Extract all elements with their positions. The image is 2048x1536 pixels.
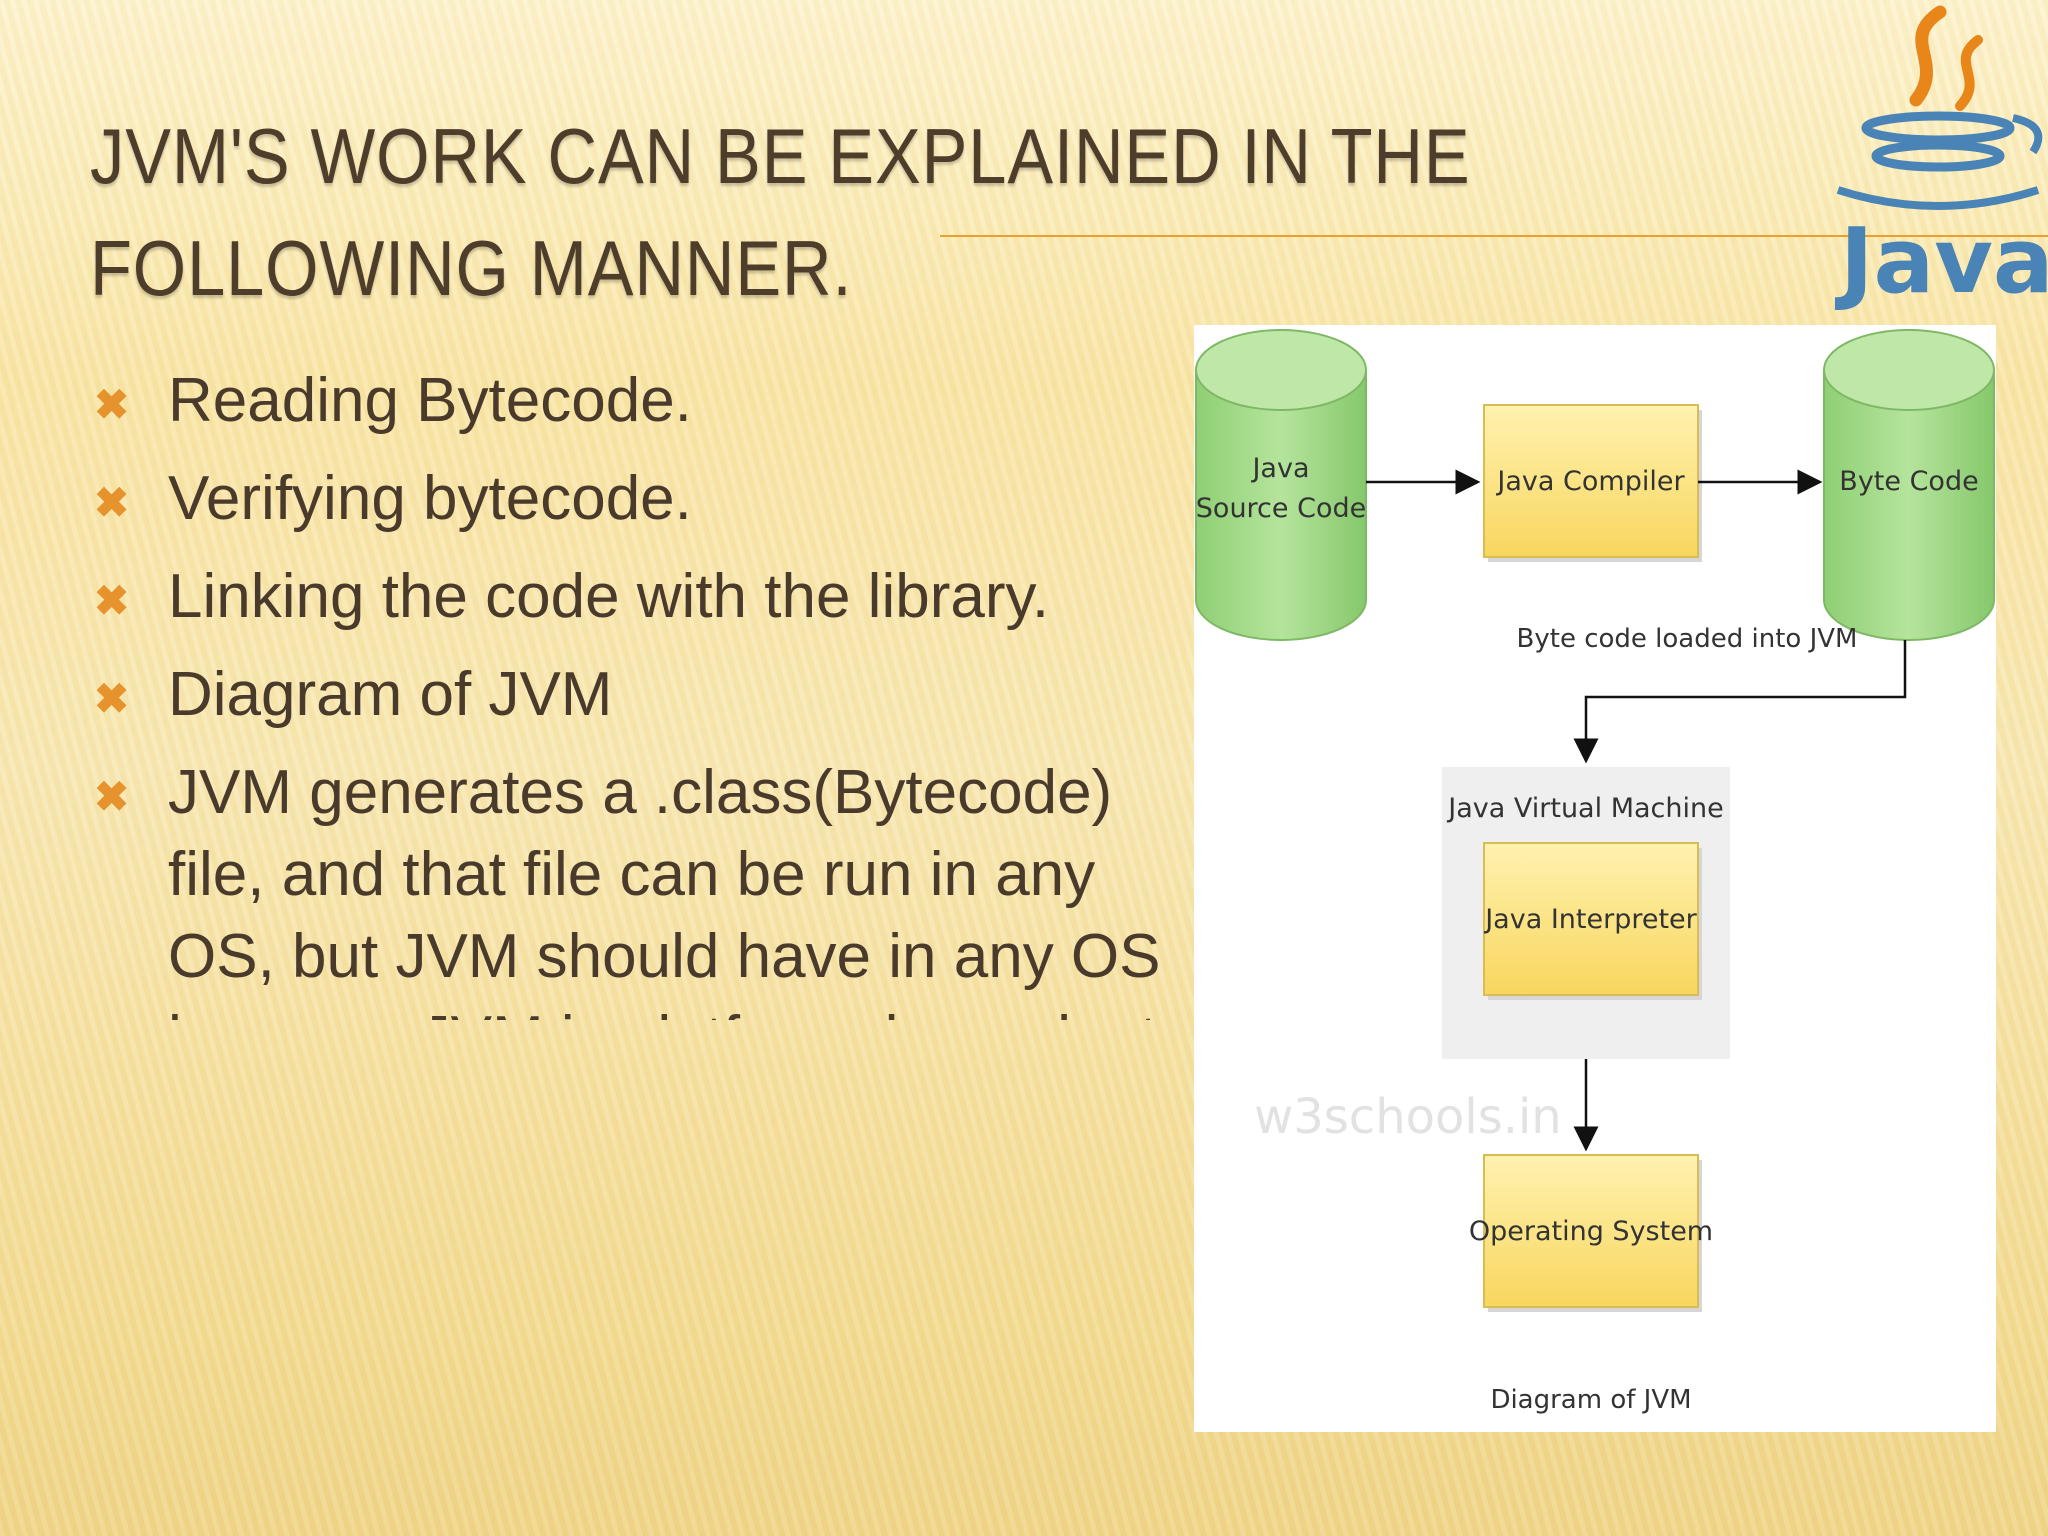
bullet-item: ✖ Linking the code with the library.: [90, 556, 1200, 638]
bullet-text: Linking the code with the library.: [168, 562, 1050, 631]
source-code-label-line2: Source Code: [1196, 493, 1366, 524]
slide-title: JVM'S WORK CAN BE EXPLAINED IN THE FOLLO…: [90, 112, 1471, 312]
bullet-list: ✖Reading Bytecode. ✖Verifying bytecode. …: [90, 360, 1200, 1020]
bullet-text: Verifying bytecode.: [168, 464, 692, 533]
title-divider: [940, 235, 2048, 237]
operating-system-box: Operating System: [1469, 1154, 1713, 1312]
bullet-x-icon: ✖: [94, 577, 130, 624]
bullet-text: JVM generates a .class(Bytecode) file, a…: [168, 758, 1174, 1020]
diagram-caption: Diagram of JVM: [1490, 1385, 1691, 1415]
bullet-item: ✖ Diagram of JVM: [90, 654, 1200, 736]
byte-code-cylinder: Byte Code: [1823, 329, 1995, 641]
bullet-item: ✖ Verifying bytecode.: [90, 458, 1200, 540]
operating-system-label: Operating System: [1469, 1216, 1713, 1247]
java-logo: Java: [1834, 5, 2048, 310]
java-logo-text: Java: [1834, 209, 2048, 310]
java-compiler-label: Java Compiler: [1495, 466, 1685, 497]
java-cup-icon: [1836, 5, 2043, 210]
bullet-item: ✖ Reading Bytecode.: [90, 360, 1200, 442]
java-interpreter-box: Java Interpreter: [1483, 842, 1702, 1000]
bullet-x-icon: ✖: [94, 675, 130, 722]
bullet-x-icon: ✖: [94, 479, 130, 526]
jvm-label: Java Virtual Machine: [1446, 793, 1723, 824]
bullet-text: Diagram of JVM: [168, 660, 613, 729]
java-compiler-box: Java Compiler: [1483, 404, 1702, 562]
byte-code-loaded-label: Byte code loaded into JVM: [1517, 624, 1858, 654]
java-source-code-cylinder: Java Source Code: [1195, 329, 1367, 641]
source-code-label-line1: Java: [1250, 453, 1309, 484]
bullet-item: ✖ JVM generates a .class(Bytecode) file, …: [90, 752, 1200, 1020]
bullet-text: Reading Bytecode.: [168, 366, 692, 435]
arrow-bytecode-to-jvm: [1573, 640, 1907, 764]
java-interpreter-label: Java Interpreter: [1483, 904, 1697, 935]
jvm-diagram: Java Source Code Java Compiler Byte Code…: [1194, 325, 1996, 1432]
bullet-x-icon: ✖: [94, 773, 130, 820]
byte-code-label: Byte Code: [1839, 466, 1978, 497]
watermark: w3schools.in: [1254, 1089, 1562, 1145]
bullet-x-icon: ✖: [94, 381, 130, 428]
